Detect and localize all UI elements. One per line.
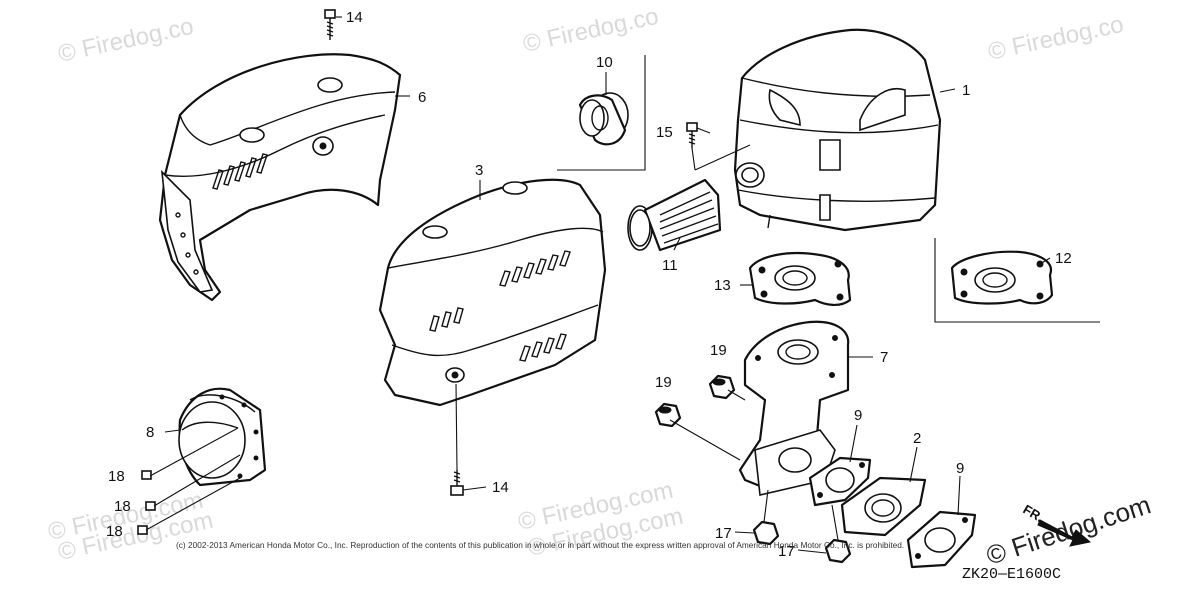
- callout-9a: 9: [854, 407, 862, 424]
- diagram-code: ZK20—E1600C: [962, 566, 1061, 583]
- grommet-part-10: [578, 92, 629, 146]
- bolt-part-14-top: [324, 9, 336, 40]
- watermark: © Firedog.co: [56, 13, 196, 68]
- gasket-part-13: [748, 252, 852, 306]
- callout-19b: 19: [655, 374, 672, 391]
- callout-17b: 17: [778, 543, 795, 560]
- nut-part-17b: [824, 538, 852, 564]
- bolt-part-18-1: [141, 470, 152, 480]
- protector-part-6: [158, 53, 402, 302]
- callout-10: 10: [596, 54, 613, 71]
- callout-9b: 9: [956, 460, 964, 477]
- callout-8: 8: [146, 424, 154, 441]
- callout-14-bottom: 14: [492, 479, 509, 496]
- callout-17a: 17: [715, 525, 732, 542]
- watermark: © Firedog.co: [986, 11, 1126, 66]
- callout-14-top: 14: [346, 9, 363, 26]
- arrester-part-11: [627, 178, 722, 252]
- bolt-part-18-2: [145, 501, 156, 511]
- callout-18b: 18: [114, 498, 131, 515]
- callout-2: 2: [913, 430, 921, 447]
- muffler-part-1: [733, 28, 942, 232]
- callout-6: 6: [418, 89, 426, 106]
- gasket-part-12: [950, 250, 1054, 305]
- gasket-part-9a: [808, 456, 872, 507]
- copyright-notice: (c) 2002-2013 American Honda Motor Co., …: [176, 540, 904, 550]
- callout-12: 12: [1055, 250, 1072, 267]
- bolt-part-18-3: [137, 525, 148, 535]
- watermark: © Firedog.co: [521, 3, 661, 58]
- spacer-part-2: [840, 476, 927, 537]
- nut-part-19b: [708, 374, 736, 400]
- bolt-part-15: [686, 122, 698, 148]
- gasket-part-9b: [906, 510, 977, 569]
- callout-labels: 1 6 14 10 3 15 11 12 13 7 19 19 8 9 2 9 …: [106, 9, 1072, 560]
- callout-7: 7: [880, 349, 888, 366]
- callout-1: 1: [962, 82, 970, 99]
- leader-lines: [145, 16, 1051, 554]
- bolt-part-14-bottom: [450, 470, 464, 496]
- callout-15: 15: [656, 124, 673, 141]
- callout-19a: 19: [710, 342, 727, 359]
- site-watermark: © Firedog.com: [983, 489, 1155, 570]
- callout-13: 13: [714, 277, 731, 294]
- nut-part-19a: [654, 402, 682, 428]
- callout-18a: 18: [108, 468, 125, 485]
- inset-box-lines: [557, 55, 1100, 323]
- callout-11: 11: [662, 257, 678, 274]
- callout-3: 3: [475, 162, 483, 179]
- nut-part-17a: [752, 520, 780, 546]
- callout-18c: 18: [106, 523, 123, 540]
- protector-part-3: [378, 178, 607, 407]
